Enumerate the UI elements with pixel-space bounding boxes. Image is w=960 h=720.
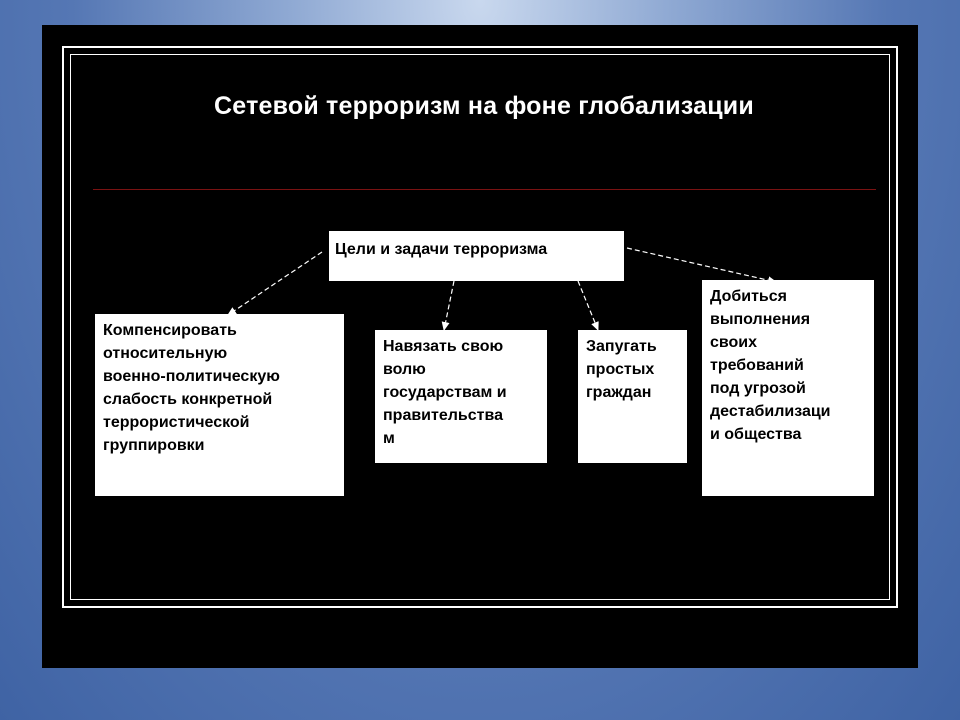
title-divider [93, 189, 876, 190]
arrow-to-achieve-demands [626, 247, 777, 285]
slide-frame-inner [70, 54, 890, 600]
root-goals-box: Цели и задачи терроризма [329, 231, 624, 281]
goal-box-impose-will: Навязать свою волю государствам и правит… [375, 330, 547, 463]
root-goals-label: Цели и задачи терроризма [335, 241, 548, 258]
goal-label-intimidate: Запугать простых граждан [586, 338, 657, 401]
goal-box-intimidate: Запугать простых граждан [578, 330, 687, 463]
arrow-to-compensate [227, 251, 323, 316]
slide-title: Сетевой терроризм на фоне глобализации [214, 92, 754, 120]
goal-label-impose-will: Навязать свою волю государствам и правит… [383, 338, 507, 447]
goal-box-achieve-demands: Добиться выполнения своих требований под… [702, 280, 874, 496]
goal-label-compensate: Компенсировать относительную военно-поли… [103, 322, 280, 454]
slide-frame-outer [62, 46, 898, 608]
goal-label-achieve-demands: Добиться выполнения своих требований под… [710, 288, 831, 443]
goal-box-compensate: Компенсировать относительную военно-поли… [95, 314, 344, 496]
arrow-to-intimidate [577, 280, 599, 331]
arrow-to-impose-will [441, 280, 455, 331]
